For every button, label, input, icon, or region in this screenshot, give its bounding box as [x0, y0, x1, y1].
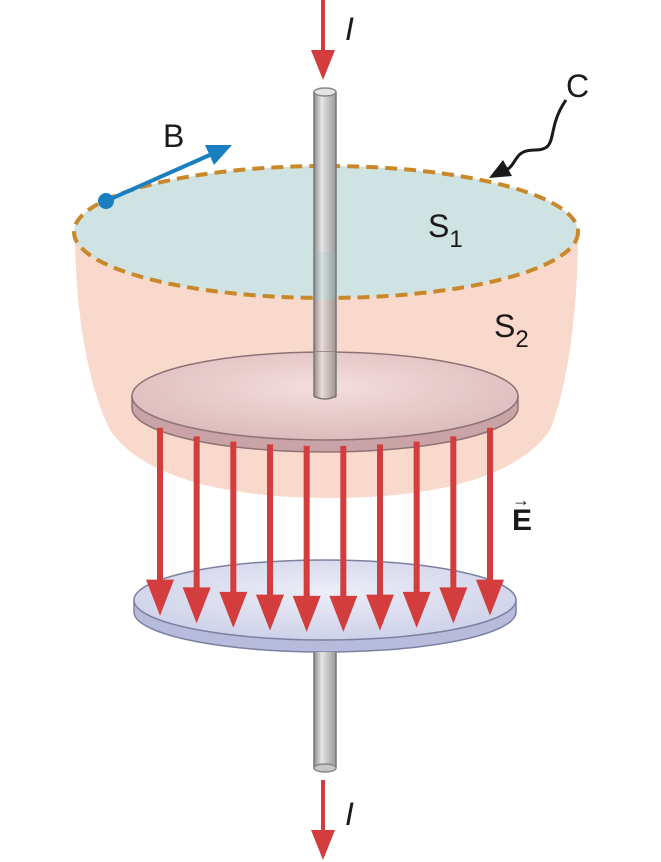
- e-field-arrow: [146, 427, 174, 616]
- b-label: B: [163, 118, 184, 154]
- curve-label: C: [566, 68, 589, 104]
- bottom-wire: [313, 652, 337, 773]
- e-field-arrow: [476, 427, 504, 616]
- b-vector-point: [98, 193, 114, 209]
- current-arrow-bottom: [311, 780, 335, 860]
- curve-c-pointer: [489, 99, 568, 178]
- b-vector: [98, 145, 232, 209]
- surface2-label: S2: [494, 308, 529, 353]
- e-label: E: [512, 504, 532, 537]
- current-label-bottom: I: [345, 796, 354, 832]
- e-field-arrow: [402, 441, 431, 628]
- e-field-arrow: [256, 444, 284, 631]
- top-plate: [131, 351, 519, 453]
- surface1-label: S1: [428, 208, 463, 253]
- e-field-arrow: [219, 441, 248, 628]
- e-vector-arrow: →: [512, 490, 530, 510]
- e-field-label: → E: [512, 490, 532, 537]
- e-field-arrow: [366, 444, 394, 631]
- e-field-arrow: [439, 436, 468, 624]
- e-field-arrow: [292, 445, 321, 632]
- electric-field-lines: [146, 427, 504, 632]
- e-field-arrow: [329, 445, 358, 632]
- current-label-top: I: [345, 11, 354, 47]
- current-arrow-top: [311, 0, 335, 80]
- e-field-arrow: [182, 436, 211, 624]
